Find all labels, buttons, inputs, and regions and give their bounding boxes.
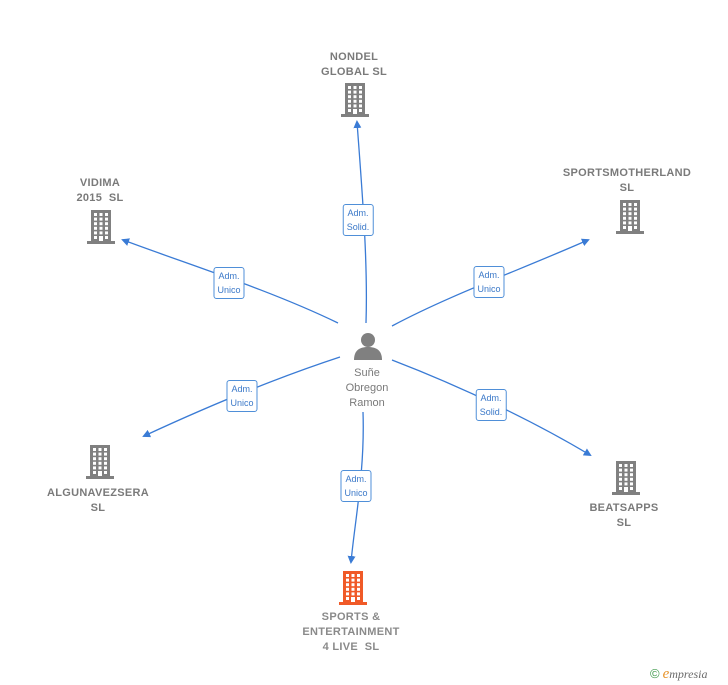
person-icon	[354, 333, 382, 360]
edge-role-tag: Adm. Unico	[213, 267, 245, 299]
company-label-sports-entertainment[interactable]: SPORTS & ENTERTAINMENT 4 LIVE SL	[302, 611, 400, 653]
company-label-nondel[interactable]: NONDEL GLOBAL SL	[320, 51, 388, 78]
building-icon	[86, 445, 114, 479]
brand-initial: e	[662, 666, 670, 682]
edge-role-tag: Adm. Unico	[340, 470, 372, 502]
copyright-symbol: ©	[650, 666, 660, 681]
building-icon	[616, 200, 644, 234]
edge-role-tag: Adm. Unico	[226, 380, 258, 412]
company-label-algunavezsera[interactable]: ALGUNAVEZSERA SL	[46, 487, 150, 514]
building-icon	[87, 210, 115, 244]
company-label-beatsapps[interactable]: BEATSAPPS SL	[589, 502, 659, 529]
edge-role-tag: Adm. Unico	[473, 266, 505, 298]
brand-name: mpresia	[669, 667, 708, 681]
person-name[interactable]: Suñe Obregon Ramon	[345, 367, 389, 409]
building-icon	[339, 571, 367, 605]
company-label-sportsmotherland[interactable]: SPORTSMOTHERLAND SL	[562, 167, 692, 194]
building-icon	[612, 461, 640, 495]
building-icon	[341, 83, 369, 117]
empresia-copyright: ©empresia	[650, 666, 708, 683]
edge-role-tag: Adm. Solid.	[475, 389, 507, 421]
edge-role-tag: Adm. Solid.	[342, 204, 374, 236]
company-label-vidima[interactable]: VIDIMA 2015 SL	[76, 177, 124, 204]
